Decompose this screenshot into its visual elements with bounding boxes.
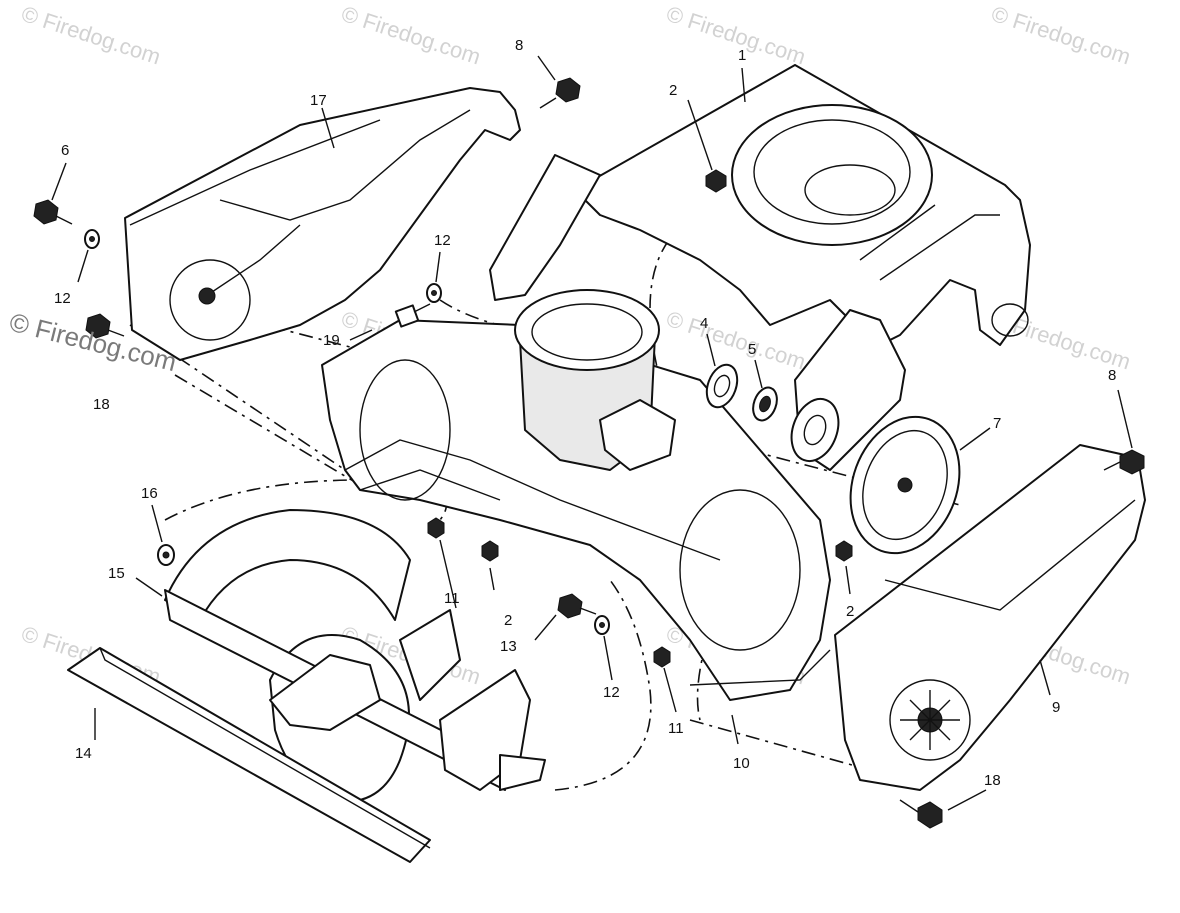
nut-icon: [705, 169, 727, 193]
auger-assembly: [164, 509, 546, 803]
bolt-icon: [539, 77, 581, 109]
bolt-icon: [557, 593, 597, 619]
bolt-icon: [85, 313, 125, 339]
callout-8: 8: [515, 37, 523, 54]
callout-14: 14: [75, 745, 92, 762]
callout-2: 2: [504, 612, 512, 629]
washer-icon: [157, 544, 175, 566]
nut-icon: [653, 646, 671, 668]
assembly-line: [689, 719, 871, 771]
callout-13: 13: [500, 638, 517, 655]
shave-plate: [67, 647, 431, 863]
callout-1: 1: [738, 47, 746, 64]
callout-8: 8: [1108, 367, 1116, 384]
hardware: [33, 77, 1145, 829]
auger-housing: [321, 289, 831, 701]
assembly-line: [439, 299, 521, 331]
callout-19: 19: [323, 332, 340, 349]
bearing-flange-right: [790, 398, 840, 462]
callout-17: 17: [310, 92, 327, 109]
nut-icon: [481, 540, 499, 562]
main-frame: [489, 64, 1031, 471]
assembly-line: [129, 324, 361, 481]
bearing-flange: [705, 363, 739, 409]
callout-18: 18: [93, 396, 110, 413]
assembly-line: [174, 374, 361, 486]
washer-icon: [84, 229, 100, 249]
callout-leaders: [51, 55, 1133, 811]
watermark-text: © Firedog.com: [663, 1, 808, 69]
callout-12: 12: [54, 290, 71, 307]
callout-18: 18: [984, 772, 1001, 789]
callout-9: 9: [1052, 699, 1060, 716]
nut-icon: [427, 517, 445, 539]
nut-icon: [835, 540, 853, 562]
callout-16: 16: [141, 485, 158, 502]
callout-labels: 1 2 2 2 4 5 6 7 8 8 9 10 11 11 12 12 12 …: [54, 37, 1116, 789]
watermark-text: © Firedog.com: [18, 1, 163, 69]
right-side-housing: [834, 444, 1146, 791]
washer-icon: [594, 615, 610, 635]
callout-5: 5: [748, 341, 756, 358]
callout-4: 4: [700, 315, 708, 332]
callout-6: 6: [61, 142, 69, 159]
left-side-housing: [124, 87, 521, 361]
watermark-text: © Firedog.com: [988, 1, 1133, 69]
bolt-icon: [33, 199, 73, 225]
callout-7: 7: [993, 415, 1001, 432]
bolt-icon: [899, 799, 943, 829]
callout-10: 10: [733, 755, 750, 772]
callout-12: 12: [434, 232, 451, 249]
scraper-bar: [689, 649, 831, 686]
pulley-wheel: [849, 415, 961, 555]
callout-15: 15: [108, 565, 125, 582]
bolt-icon: [1103, 449, 1145, 475]
washer-icon: [426, 283, 442, 303]
callout-12: 12: [603, 684, 620, 701]
callout-11: 11: [668, 720, 684, 737]
callout-11: 11: [444, 590, 460, 607]
callout-2: 2: [669, 82, 677, 99]
assembly-line: [554, 579, 652, 791]
callout-2: 2: [846, 603, 854, 620]
bearing: [752, 386, 778, 422]
bolt-icon: [394, 303, 431, 328]
watermark-text: © Firedog.com: [338, 1, 483, 69]
assembly-line: [164, 479, 448, 521]
